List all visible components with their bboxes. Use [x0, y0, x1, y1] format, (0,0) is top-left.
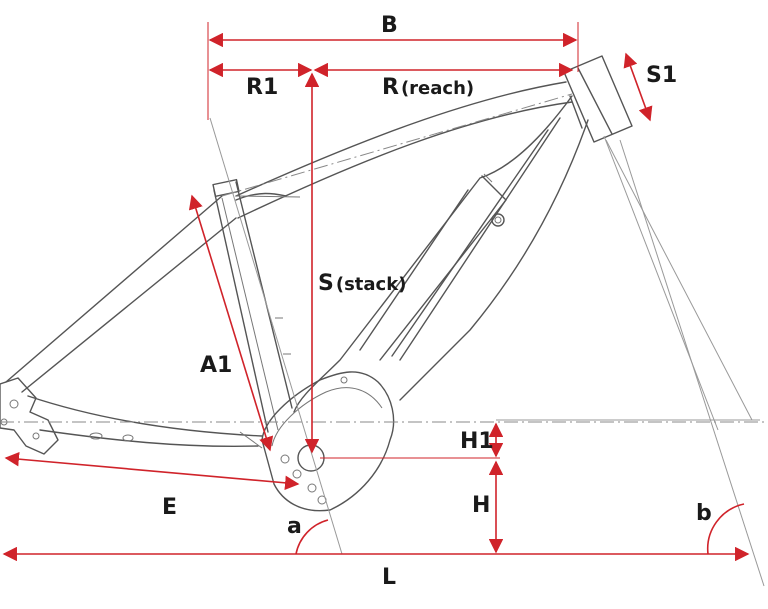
rear-dropout [0, 377, 59, 455]
label-stack-sub: (stack) [336, 274, 407, 295]
label-a: a [287, 514, 302, 539]
seat-tube-axis [209, 117, 343, 555]
label-h: H [472, 493, 490, 518]
dimensions [2, 22, 750, 562]
label-b-angle: b [696, 501, 712, 526]
label-b: B [381, 13, 398, 38]
steering-axis [605, 139, 753, 421]
angle-b-arc [706, 503, 745, 555]
label-l: L [382, 565, 396, 590]
top-tube [235, 81, 573, 219]
dim-e [4, 451, 300, 491]
label-stack: S(stack) [318, 271, 406, 296]
label-e: E [162, 495, 177, 520]
frame-drawing [0, 55, 633, 512]
labels: B R1 R(reach) S1 S(stack) A1 H1 H E a b … [162, 13, 712, 590]
dim-a1 [188, 194, 274, 452]
top-tube-centerline [221, 93, 573, 197]
label-stack-letter: S [318, 271, 334, 296]
dim-s1 [623, 52, 653, 122]
head-tube [563, 55, 633, 143]
label-reach-letter: R [382, 75, 399, 100]
steering-axis-offset [603, 135, 719, 431]
angle-a-arc [295, 519, 329, 555]
steering-axis-extension [619, 139, 765, 587]
motor-housing [261, 371, 395, 512]
construction-lines [0, 93, 768, 587]
label-reach: R(reach) [382, 75, 474, 100]
label-reach-sub: (reach) [401, 78, 474, 99]
label-h1: H1 [460, 429, 494, 454]
label-a1: A1 [200, 353, 232, 378]
label-s1: S1 [646, 63, 677, 88]
down-tube [293, 95, 589, 413]
label-r1: R1 [246, 75, 278, 100]
